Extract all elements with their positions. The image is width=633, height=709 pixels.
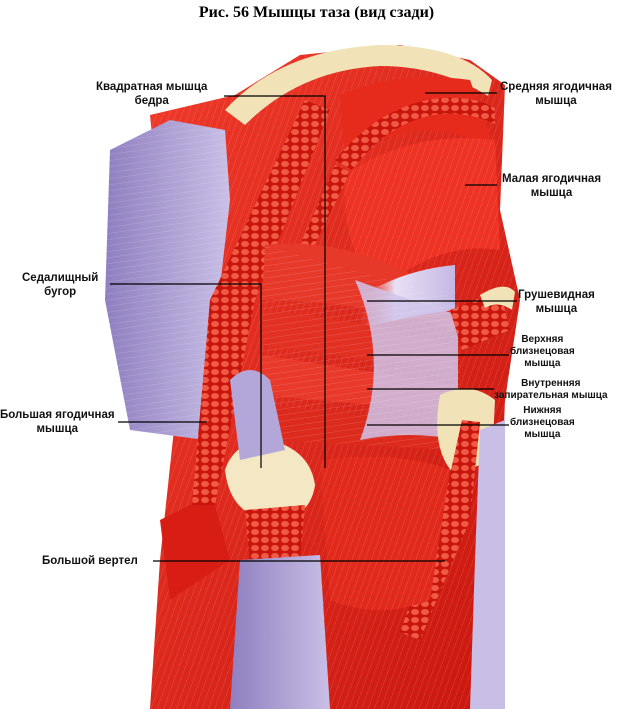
gluteus-minimus-fibers bbox=[344, 138, 500, 290]
label-line: бедра bbox=[134, 95, 169, 107]
label-gluteus-minimus: Малая ягодичная мышца bbox=[502, 172, 601, 200]
label-line: Нижняя bbox=[523, 405, 562, 416]
label-obturator-internus: Внутренняя запирательная мышца bbox=[494, 378, 608, 402]
fascia-fibers bbox=[105, 120, 230, 440]
label-line: мышца bbox=[524, 358, 561, 369]
iliac-crest bbox=[225, 45, 492, 125]
adductor-fibers bbox=[320, 456, 450, 610]
leader-lines bbox=[110, 92, 517, 562]
label-line: Большой вертел bbox=[42, 555, 138, 567]
label-line: мышца bbox=[36, 423, 79, 435]
upper-cut-band bbox=[298, 165, 350, 255]
hamstring-cut-stump bbox=[245, 505, 305, 565]
label-ischial-tuberosity: Седалищный бугор bbox=[22, 271, 98, 299]
ischial-tuberosity-bone bbox=[225, 440, 315, 520]
label-piriformis: Грушевидная мышца bbox=[518, 288, 595, 316]
figure-title: Рис. 56 Мышцы таза (вид сзади) bbox=[198, 4, 435, 21]
label-line: мышца bbox=[535, 95, 577, 107]
label-line: мышца bbox=[524, 429, 561, 440]
label-line: запирательная мышца bbox=[494, 390, 608, 401]
label-gluteus-maximus: Большая ягодичная мышца bbox=[0, 408, 115, 436]
label-line: Верхняя bbox=[521, 334, 564, 345]
label-line: близнецовая bbox=[510, 417, 575, 428]
iliotibial-tract bbox=[470, 420, 505, 709]
hamstring-tendon bbox=[230, 370, 285, 460]
label-line: близнецовая bbox=[510, 346, 575, 357]
gluteus-maximus-cut-band bbox=[192, 100, 330, 505]
gluteus-medius-cut-edge bbox=[335, 97, 495, 170]
leader-quadratus-femoris bbox=[224, 95, 326, 468]
piriformis-cut-stump bbox=[450, 290, 510, 350]
label-inferior-gemellus: Нижняя близнецовая мышца bbox=[510, 405, 575, 441]
leader-ischial-tuberosity bbox=[110, 283, 262, 468]
piriformis-stump-cream bbox=[480, 286, 515, 310]
label-line: Большая ягодичная bbox=[0, 409, 115, 421]
label-line: Внутренняя bbox=[521, 378, 581, 389]
label-line: Седалищный bbox=[22, 272, 99, 284]
label-gluteus-medius: Средняя ягодичная мышца bbox=[500, 80, 612, 108]
label-line: мышца bbox=[530, 187, 573, 199]
label-line: бугор bbox=[44, 286, 77, 298]
gluteus-maximus-muscle bbox=[160, 505, 230, 600]
lower-tendon-band bbox=[230, 555, 330, 709]
label-quadratus-femoris: Квадратная мышца бедра bbox=[96, 80, 207, 108]
label-line: Малая ягодичная bbox=[502, 173, 602, 185]
fan-fibers bbox=[262, 245, 460, 450]
label-line: Квадратная мышца bbox=[96, 81, 208, 93]
label-line: Грушевидная bbox=[518, 289, 595, 301]
label-line: мышца bbox=[535, 303, 578, 315]
label-greater-trochanter: Большой вертел bbox=[42, 554, 138, 568]
label-line: Средняя ягодичная bbox=[500, 81, 612, 93]
label-superior-gemellus: Верхняя близнецовая мышца bbox=[510, 334, 575, 370]
